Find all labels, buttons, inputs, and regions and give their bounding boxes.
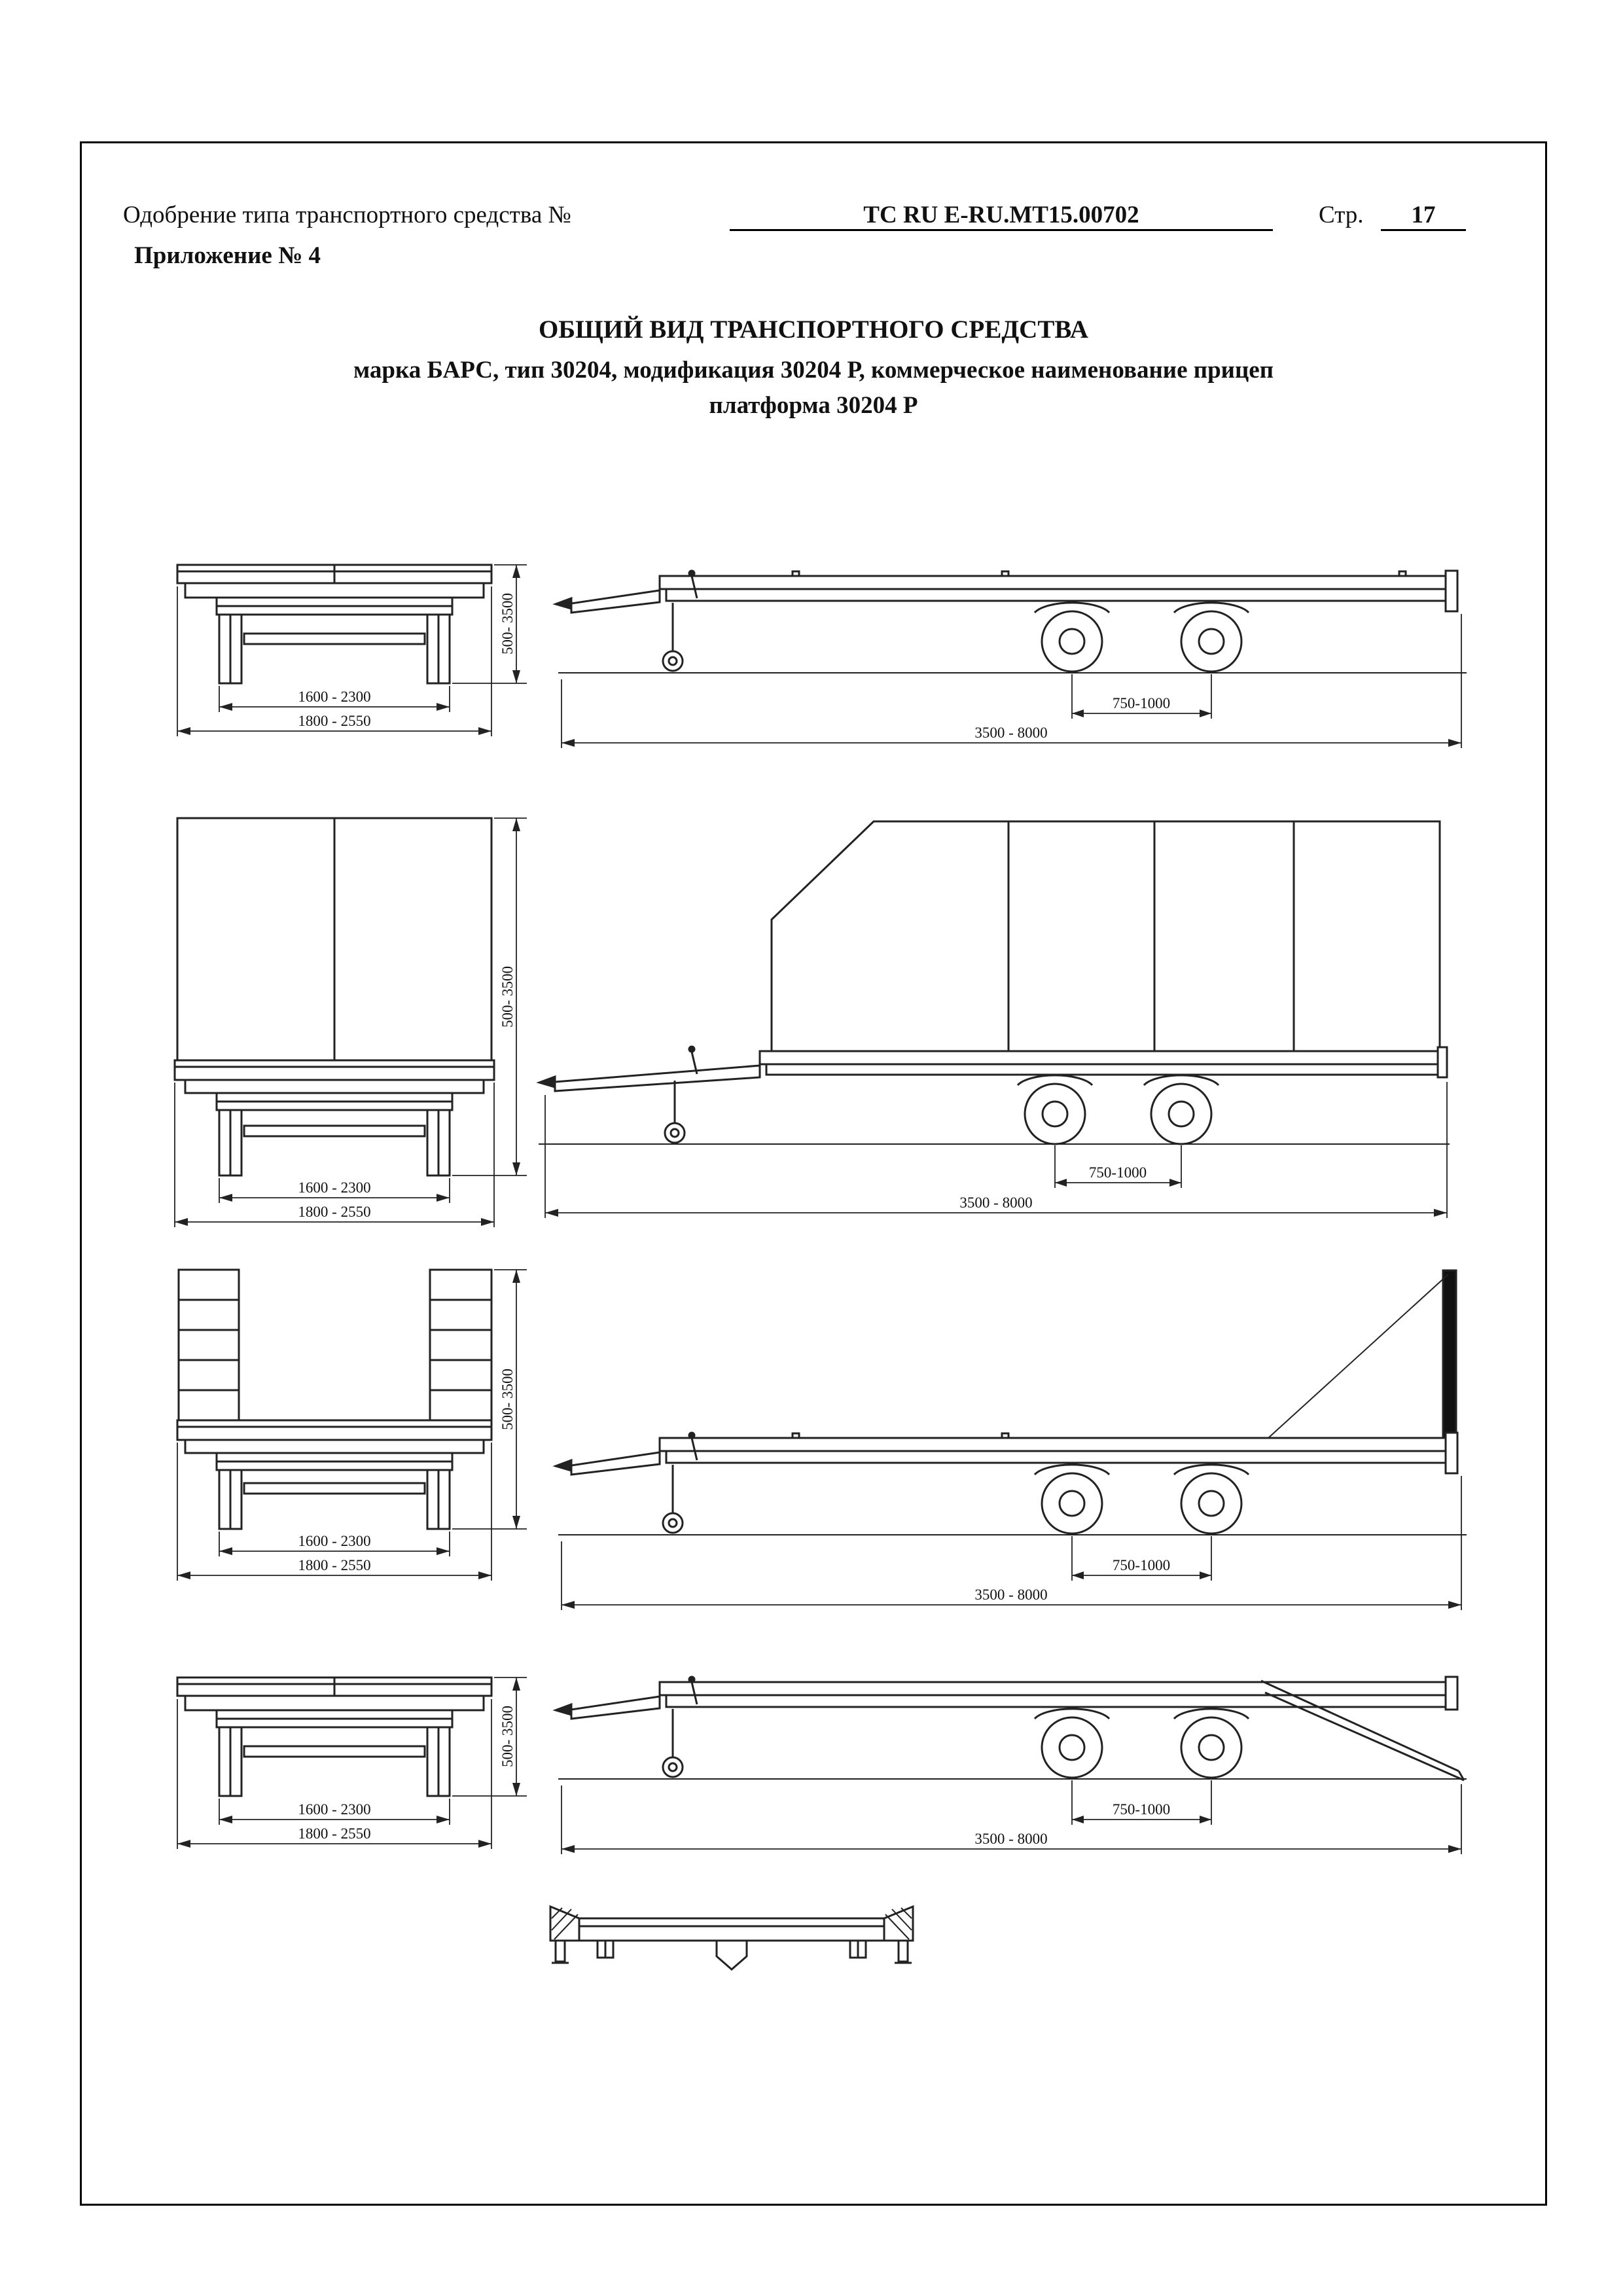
width-dim-label: 1800 - 2550: [298, 1825, 370, 1842]
dimension-lines: [174, 817, 527, 1227]
ramp-support-cable: [1268, 1274, 1449, 1439]
side-view-ramps-up: 750-1000 3500 - 8000: [552, 1269, 1467, 1610]
dimension-arrows: [177, 1677, 520, 1848]
height-dim-label: 500- 3500: [499, 1706, 516, 1767]
length-dim-label: 3500 - 8000: [959, 1194, 1032, 1211]
trailer-body: [536, 820, 1450, 1145]
track-dim-label: 1600 - 2300: [298, 1801, 370, 1818]
trailer-body: [552, 569, 1467, 673]
dimension-lines: [561, 614, 1462, 748]
dimension-arrows: [177, 565, 520, 735]
trailer-body: [176, 1676, 493, 1797]
trailer-body: [549, 1905, 914, 1971]
dimension-lines: [177, 564, 527, 736]
trailer-body: [176, 1268, 493, 1530]
approval-label: Одобрение типа транспортного средства №: [123, 202, 571, 228]
front-view-flatbed-2: 1600 - 2300 1800 - 2550 500- 3500: [176, 1676, 527, 1849]
dimension-lines: [561, 1780, 1462, 1854]
dimension-arrows: [562, 1571, 1461, 1609]
coupling-hook: [715, 1941, 748, 1971]
track-dim-label: 1600 - 2300: [298, 689, 370, 705]
trailer-body: [176, 564, 493, 685]
approval-number: ТС RU E-RU.MT15.00702: [730, 201, 1273, 231]
page-number: 17: [1381, 201, 1466, 231]
bogie-dim-label: 750-1000: [1113, 1801, 1170, 1818]
rear-view: [549, 1905, 914, 1971]
dimension-arrows: [562, 1816, 1461, 1853]
left-ramp-end: [549, 1905, 580, 1942]
page-subtitle: марка БАРС, тип 30204, модификация 30204…: [82, 353, 1545, 423]
front-view-ramps-up: 1600 - 2300 1800 - 2550 500- 3500: [176, 1268, 527, 1581]
height-dim-label: 500- 3500: [499, 966, 516, 1028]
subtitle-line-1: марка БАРС, тип 30204, модификация 30204…: [353, 357, 1274, 384]
bogie-dim-label: 750-1000: [1113, 695, 1170, 711]
track-dim-label: 1600 - 2300: [298, 1179, 370, 1196]
trailer-body: [173, 817, 495, 1177]
lowered-ramp: [1260, 1679, 1465, 1782]
page-label: Стр.: [1319, 202, 1364, 228]
width-dim-label: 1800 - 2550: [298, 1557, 370, 1573]
front-view-flatbed-1: 1600 - 2300 1800 - 2550 500- 3500: [176, 564, 527, 736]
page-border: Одобрение типа транспортного средства № …: [80, 141, 1547, 2206]
bogie-dim-label: 750-1000: [1089, 1164, 1147, 1181]
dimension-lines: [544, 1082, 1448, 1218]
dimension-lines: [561, 1476, 1462, 1610]
length-dim-label: 3500 - 8000: [974, 1831, 1047, 1847]
front-view-van: 1600 - 2300 1800 - 2550 500- 3500: [173, 817, 527, 1227]
dimension-arrows: [177, 1270, 520, 1579]
page-title: ОБЩИЙ ВИД ТРАНСПОРТНОГО СРЕДСТВА: [538, 315, 1089, 344]
bogie-dim-label: 750-1000: [1113, 1557, 1170, 1573]
side-view-ramp-down: 750-1000 3500 - 8000: [552, 1676, 1467, 1854]
height-dim-label: 500- 3500: [499, 1369, 516, 1430]
dimension-arrows: [175, 818, 520, 1226]
trailer-body: [552, 1269, 1467, 1535]
side-view-van: 750-1000 3500 - 8000: [536, 820, 1450, 1218]
height-dim-label: 500- 3500: [499, 593, 516, 655]
dimension-lines: [177, 1677, 527, 1849]
raised-ramp-post: [1442, 1269, 1457, 1439]
length-dim-label: 3500 - 8000: [974, 1587, 1047, 1603]
right-ramp-end: [883, 1905, 914, 1942]
width-dim-label: 1800 - 2550: [298, 713, 370, 729]
dimension-arrows: [562, 709, 1461, 747]
length-dim-label: 3500 - 8000: [974, 725, 1047, 741]
subtitle-line-2: платформа 30204 Р: [709, 392, 918, 419]
side-view-flatbed-1: 750-1000 3500 - 8000: [552, 569, 1467, 748]
dimension-lines: [177, 1269, 527, 1581]
trailer-body: [552, 1676, 1467, 1782]
track-dim-label: 1600 - 2300: [298, 1533, 370, 1549]
annex-label: Приложение № 4: [134, 242, 321, 269]
dimension-arrows: [545, 1179, 1447, 1217]
width-dim-label: 1800 - 2550: [298, 1204, 370, 1220]
